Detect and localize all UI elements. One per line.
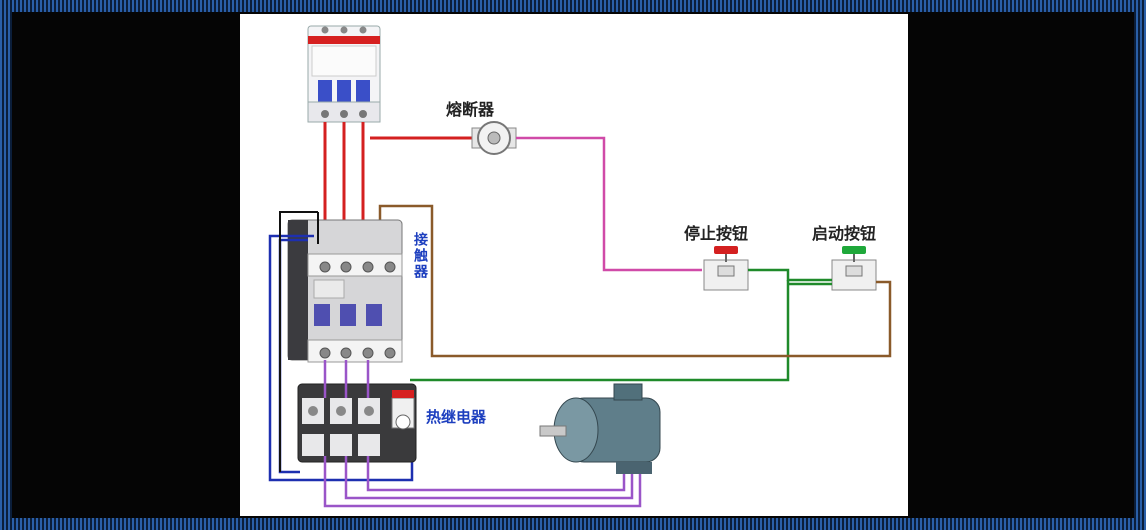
start-button-label: 启动按钮 (812, 224, 877, 243)
thermal-relay-body (297, 383, 417, 463)
brown-wire (378, 204, 892, 358)
stop-button-label: 停止按钮 (684, 224, 749, 243)
motor-body (539, 383, 661, 474)
circuit-breaker (307, 25, 381, 123)
thermal-relay-label: 热继电器 (426, 408, 487, 426)
diagram-svg (268, 25, 892, 508)
fuse-body (471, 121, 517, 155)
contactor-label: 接触器 (412, 232, 428, 280)
contactor-body (287, 219, 403, 363)
purple-wires (323, 360, 642, 508)
pink-wire (516, 136, 702, 272)
stop-button[interactable] (703, 246, 749, 291)
black-wires (279, 211, 319, 472)
green-wires (410, 268, 832, 382)
wiring-diagram: 熔断器 停止按钮 启动按钮 接触器 热继电器 (240, 14, 908, 516)
start-button[interactable] (831, 246, 877, 291)
fuse-label: 熔断器 (446, 100, 495, 119)
